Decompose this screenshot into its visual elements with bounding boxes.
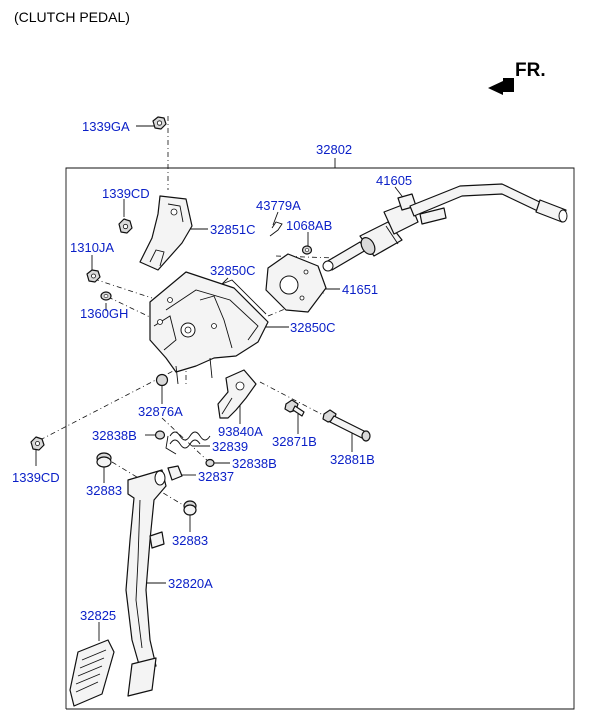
- label-32881b[interactable]: 32881B: [330, 452, 375, 467]
- nut-1339cd-top: [118, 218, 133, 234]
- bracket-32851c: [139, 195, 193, 271]
- part-labels: 1339GA 32802 1339CD 43779A 41605 1068AB …: [12, 119, 412, 623]
- label-32825[interactable]: 32825: [80, 608, 116, 623]
- label-1360gh[interactable]: 1360GH: [80, 306, 128, 321]
- master-cylinder-41605: [322, 183, 568, 272]
- shaft-bolt-32881b: [322, 409, 371, 442]
- label-41651[interactable]: 41651: [342, 282, 378, 297]
- assembly-frame: [65, 167, 575, 710]
- bushing-32838b-right: [205, 458, 215, 468]
- pedal-pad-32825: [69, 639, 157, 707]
- label-32883-left[interactable]: 32883: [86, 483, 122, 498]
- pedal-bracket-32850c: [149, 271, 269, 385]
- front-direction-label: FR.: [515, 60, 546, 81]
- label-1339cd-top[interactable]: 1339CD: [102, 186, 150, 201]
- nut-1339cd-bottom: [30, 436, 45, 451]
- gasket-plate-41651: [265, 253, 327, 313]
- front-arrow-icon: [488, 78, 514, 95]
- clip-32837: [167, 465, 183, 481]
- washer-1068ab: [301, 245, 313, 255]
- leader-lines: [35, 125, 406, 641]
- label-32802[interactable]: 32802: [316, 142, 352, 157]
- label-32850c-bottom[interactable]: 32850C: [290, 320, 336, 335]
- label-93840a[interactable]: 93840A: [218, 424, 263, 439]
- label-43779a[interactable]: 43779A: [256, 198, 301, 213]
- label-41605[interactable]: 41605: [376, 173, 412, 188]
- label-32820a[interactable]: 32820A: [168, 576, 213, 591]
- pedal-arm-32820a: [125, 469, 167, 669]
- label-32871b[interactable]: 32871B: [272, 434, 317, 449]
- label-32838b-right[interactable]: 32838B: [232, 456, 277, 471]
- label-1068ab[interactable]: 1068AB: [286, 218, 332, 233]
- label-32838b-left[interactable]: 32838B: [92, 428, 137, 443]
- label-32837[interactable]: 32837: [198, 469, 234, 484]
- diagram-title: (CLUTCH PEDAL): [14, 9, 130, 25]
- switch-93840a: [217, 369, 257, 419]
- bolt-32871b: [284, 399, 305, 417]
- clip-43779a: [269, 221, 283, 237]
- bushing-32883-left: [96, 452, 112, 468]
- label-32839[interactable]: 32839: [212, 439, 248, 454]
- label-1339cd-bottom[interactable]: 1339CD: [12, 470, 60, 485]
- nut-1310ja: [86, 269, 101, 283]
- spring-32839: [165, 431, 211, 455]
- nut-1339ga: [152, 116, 167, 130]
- label-1339ga[interactable]: 1339GA: [82, 119, 130, 134]
- bushing-32883-right: [183, 500, 197, 516]
- label-32883-right[interactable]: 32883: [172, 533, 208, 548]
- bushing-32838b-left: [154, 430, 166, 440]
- label-1310ja[interactable]: 1310JA: [70, 240, 114, 255]
- label-32851c[interactable]: 32851C: [210, 222, 256, 237]
- label-32876a[interactable]: 32876A: [138, 404, 183, 419]
- label-32850c-top[interactable]: 32850C: [210, 263, 256, 278]
- washer-1360gh: [100, 291, 112, 301]
- stopper-32876a: [155, 373, 169, 387]
